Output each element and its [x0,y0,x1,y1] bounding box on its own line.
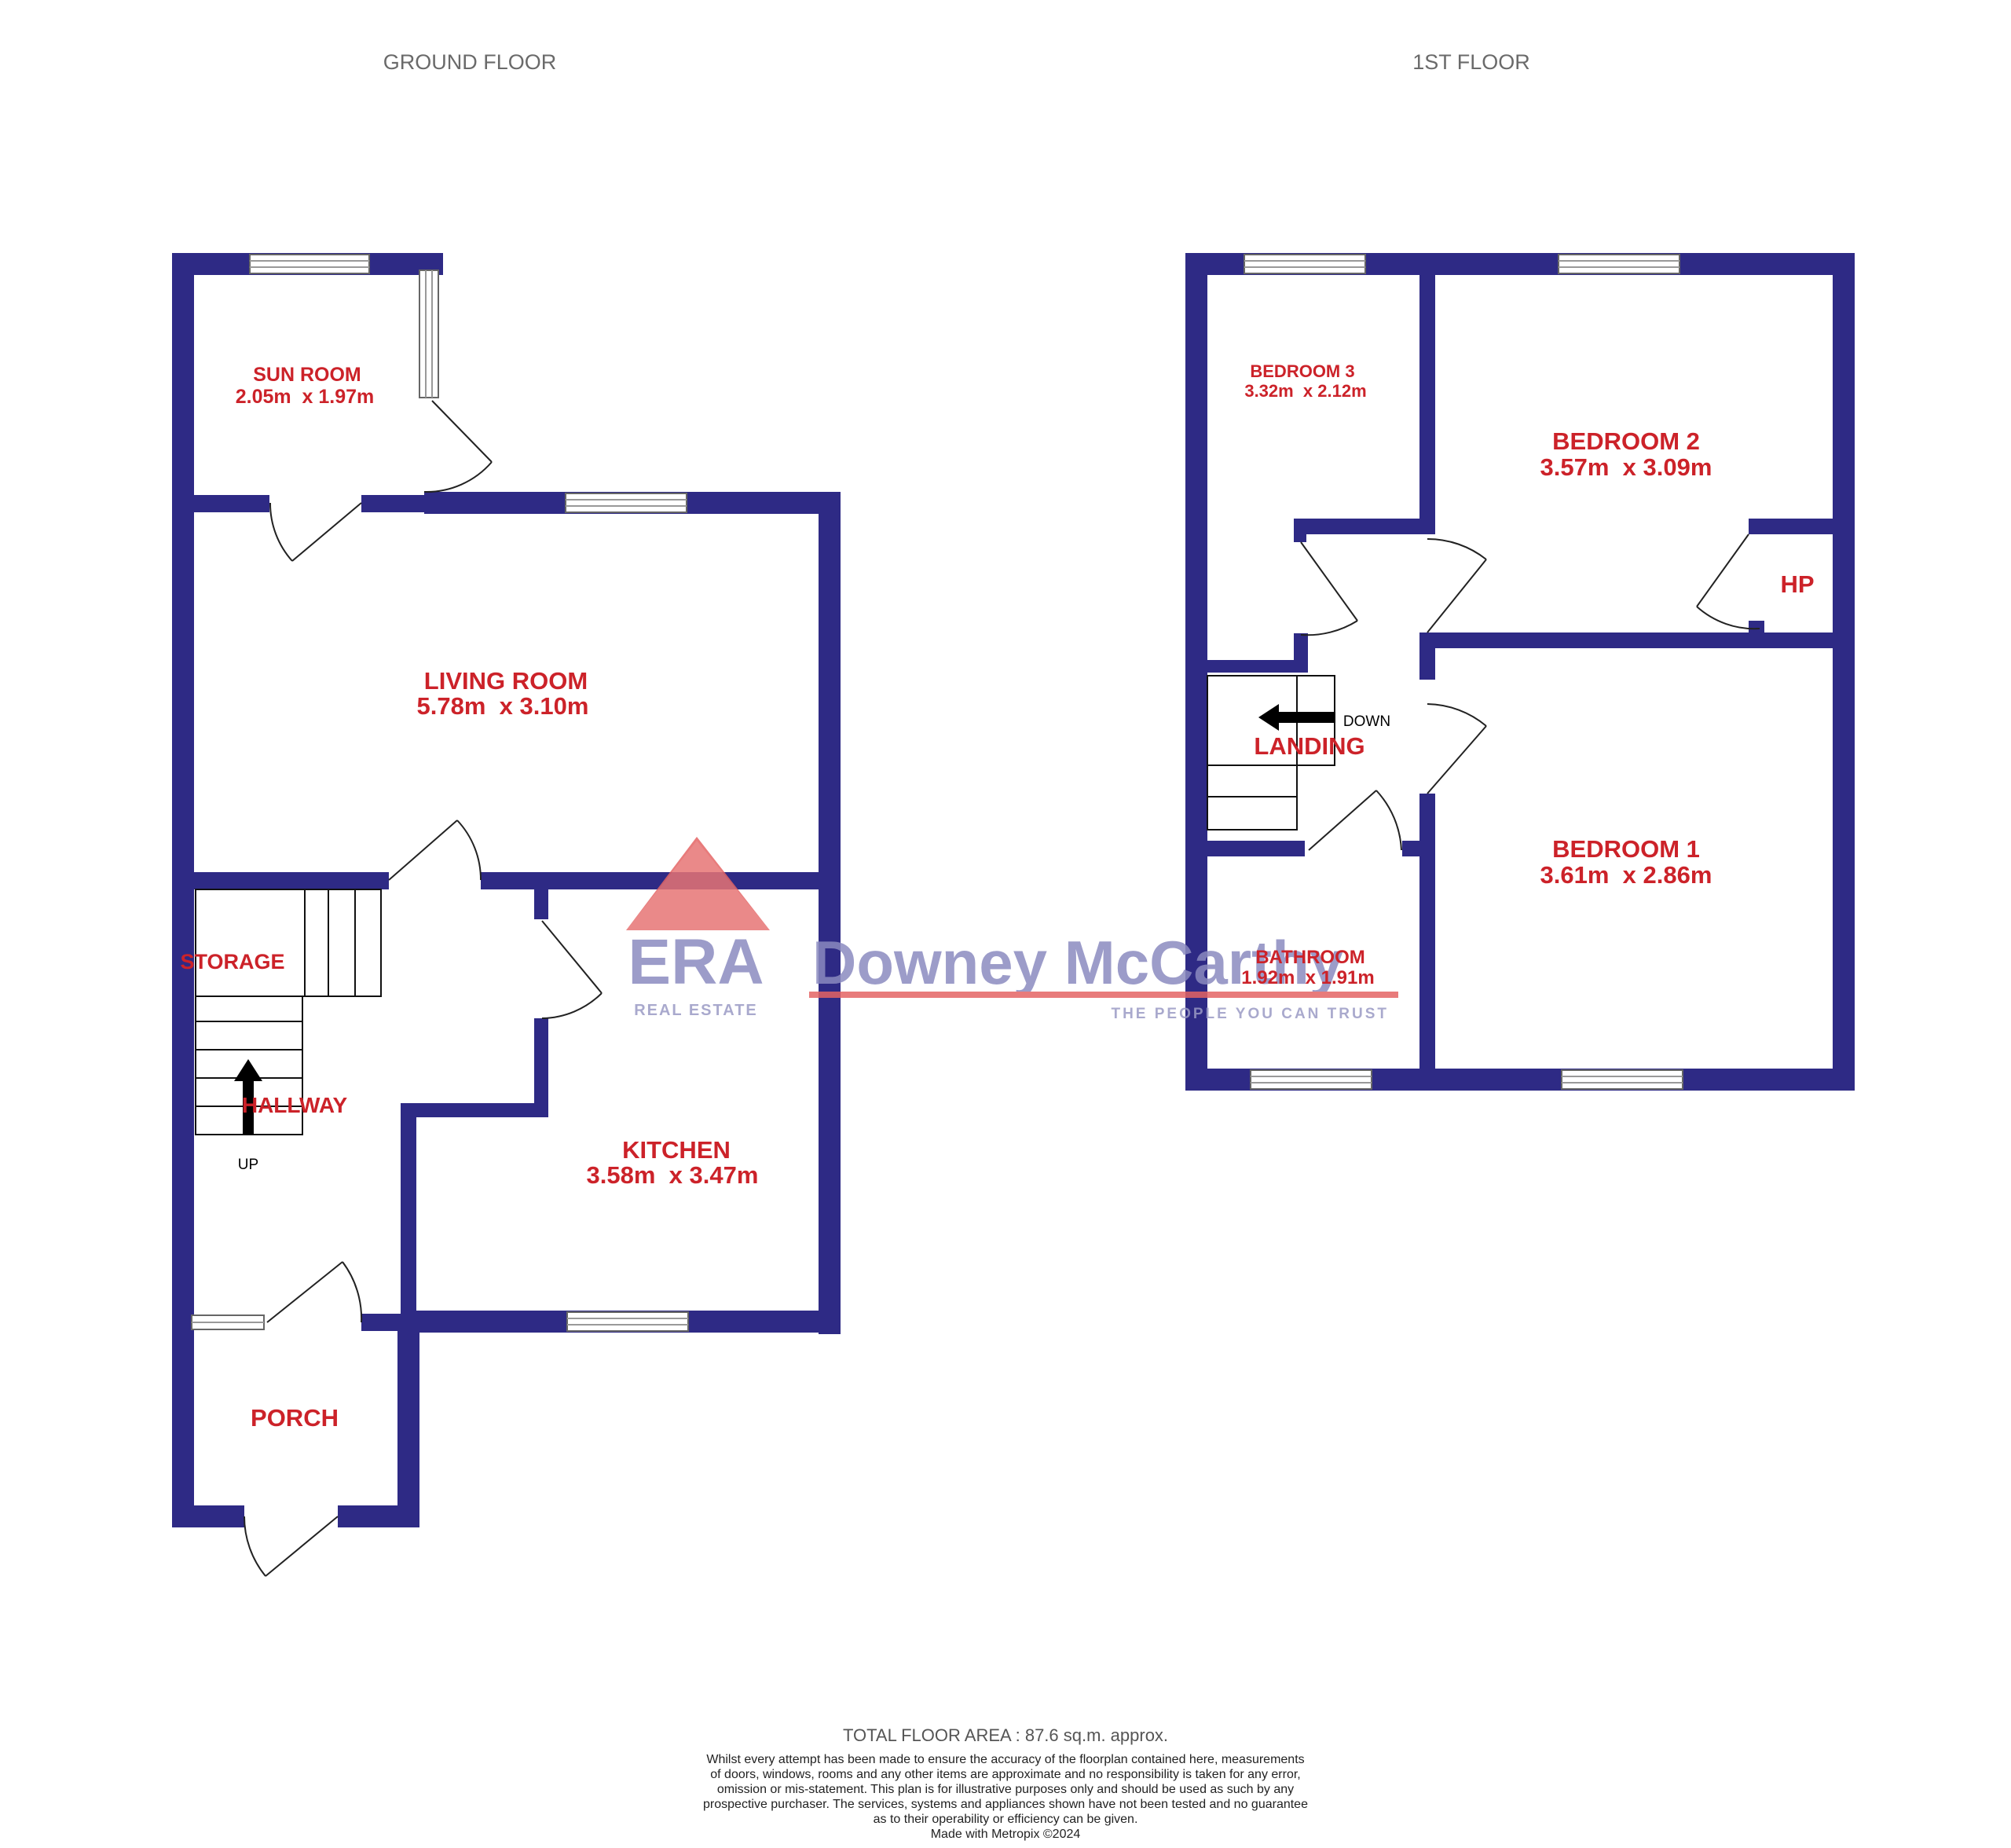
watermark-brand-sub: REAL ESTATE [634,1002,758,1019]
watermark-brand: ERA [628,926,764,998]
landing-name: LANDING [1254,732,1364,760]
bedroom3-size: 3.32m x 2.12m [1244,381,1366,401]
bedroom2-size: 3.57m x 3.09m [1540,453,1712,481]
stairs-up-label: UP [238,1157,258,1173]
watermark-underline [809,992,1398,998]
down-arrow-icon [1258,704,1335,731]
total-floor-area: TOTAL FLOOR AREA : 87.6 sq.m. approx. [842,1725,1169,1745]
made-with-credit: Made with Metropix ©2024 [930,1828,1081,1841]
disclaimer-line: prospective purchaser. The services, sys… [703,1798,1308,1811]
bedroom2-name: BEDROOM 2 [1552,427,1700,455]
bedroom1-name: BEDROOM 1 [1552,835,1700,863]
era-logo-watermark: ERA REAL ESTATE Downey McCarthy THE PEOP… [626,837,1398,1022]
first-floor-labels: BEDROOM 3 3.32m x 2.12m BEDROOM 2 3.57m … [1241,361,1814,988]
bathroom-size: 1.92m x 1.91m [1241,967,1374,988]
hp-name: HP [1780,570,1814,598]
storage-name: STORAGE [180,950,284,974]
sun-room-size: 2.05m x 1.97m [236,386,375,408]
first-floor-title: 1ST FLOOR [1412,50,1530,74]
stairs-down-label: DOWN [1343,713,1390,730]
ground-floor-labels: SUN ROOM 2.05m x 1.97m LIVING ROOM 5.78m… [180,364,758,1432]
bathroom-name: BATHROOM [1255,947,1365,968]
first-floor-doors [1300,534,1760,851]
porch-name: PORCH [251,1404,339,1432]
disclaimer: Whilst every attempt has been made to en… [0,1752,2011,1842]
disclaimer-line: of doors, windows, rooms and any other i… [710,1768,1301,1781]
disclaimer-line: as to their operability or efficiency ca… [873,1813,1138,1826]
bedroom3-name: BEDROOM 3 [1250,361,1354,381]
disclaimer-line: omission or mis-statement. This plan is … [716,1783,1295,1796]
sun-room-name: SUN ROOM [253,364,361,386]
ground-floor-doors [243,400,603,1577]
ground-floor-windows [191,254,689,1332]
disclaimer-line: Whilst every attempt has been made to en… [706,1753,1305,1766]
first-floor-windows [1244,254,1683,1090]
living-room-size: 5.78m x 3.10m [417,692,589,720]
bedroom1-size: 3.61m x 2.86m [1540,861,1712,889]
watermark-agency: Downey McCarthy [812,928,1343,997]
living-room-name: LIVING ROOM [424,667,588,695]
kitchen-name: KITCHEN [622,1136,731,1164]
ground-floor-title: GROUND FLOOR [383,50,557,74]
kitchen-size: 3.58m x 3.47m [587,1161,759,1189]
watermark-tagline: THE PEOPLE YOU CAN TRUST [1111,1006,1389,1022]
up-arrow-icon [234,1059,262,1135]
hallway-name: HALLWAY [242,1093,348,1117]
